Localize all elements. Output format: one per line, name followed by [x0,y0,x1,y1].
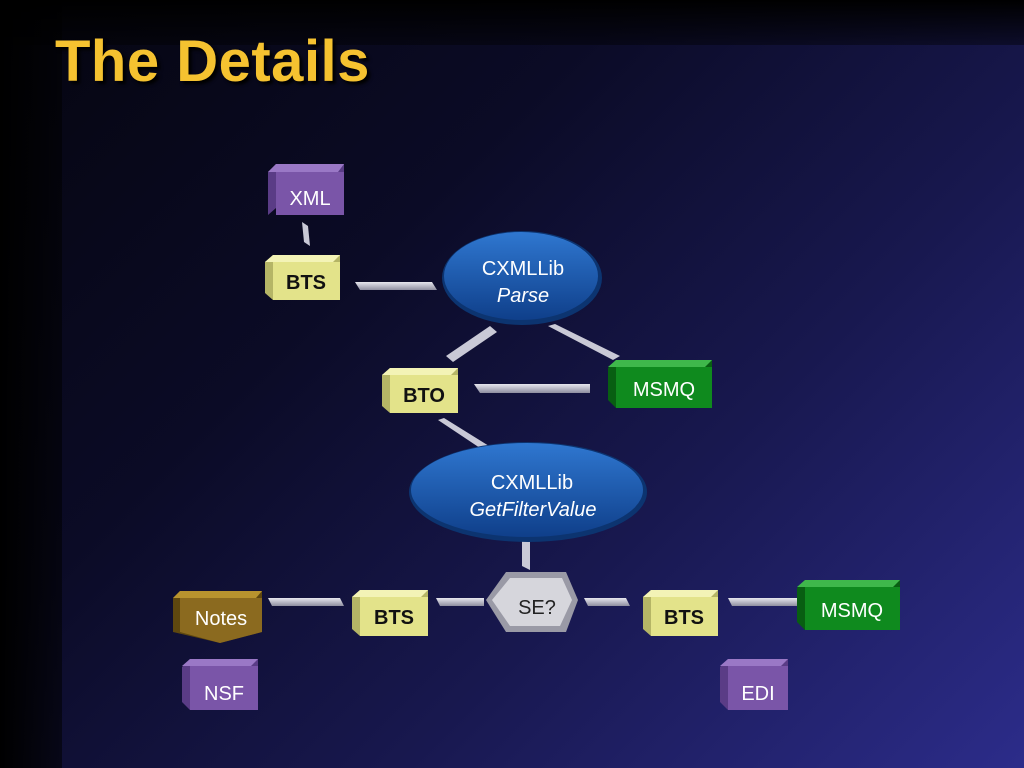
node-getfilter-line1: CXMLLib [491,472,573,494]
node-bts-top: BTS [265,255,340,300]
slide-title: The Details [55,29,370,94]
node-parse-line1: CXMLLib [482,258,564,280]
node-bts-right: BTS [643,590,718,636]
connector-getfilter-se [522,540,530,570]
connector-se-bts-left [436,598,484,606]
connector-bto-msmq [474,384,590,393]
connector-xml-bts [302,222,310,246]
node-bts-left: BTS [352,590,428,636]
connector-bts-parse [355,282,437,290]
node-edi: EDI [720,659,788,710]
node-cxmllib-parse: CXMLLib Parse [442,231,602,325]
connector-notes-bts [268,598,344,606]
node-cxmllib-getfilter: CXMLLib GetFilterValue [409,442,647,542]
connector-se-bts-right [584,598,630,606]
connectors [268,222,804,606]
frame-top-band [0,0,1024,45]
node-nsf: NSF [182,659,258,710]
connector-parse-msmq [548,324,620,360]
node-nsf-label: NSF [204,683,244,705]
node-bts-left-label: BTS [374,607,414,629]
node-se-decision: SE? [486,572,578,632]
node-msmq-mid-label: MSMQ [633,379,695,401]
node-bts-top-label: BTS [286,272,326,294]
node-edi-label: EDI [741,683,774,705]
connector-parse-bto [446,326,497,362]
node-xml: XML [268,164,344,215]
node-parse-line2: Parse [497,285,549,307]
node-getfilter-line2: GetFilterValue [469,499,596,521]
node-msmq-mid: MSMQ [608,360,712,408]
node-bts-right-label: BTS [664,607,704,629]
node-msmq-right-label: MSMQ [821,600,883,622]
node-bto-label: BTO [403,385,445,407]
node-msmq-right: MSMQ [797,580,900,630]
node-notes-label: Notes [195,608,247,630]
connector-bts-msmq-right [728,598,804,606]
node-xml-label: XML [289,188,330,210]
node-notes: Notes [173,591,262,643]
node-se-label: SE? [518,597,556,619]
node-bto: BTO [382,368,458,413]
frame-left-band [0,0,62,768]
connector-bto-getfilter [438,418,489,450]
